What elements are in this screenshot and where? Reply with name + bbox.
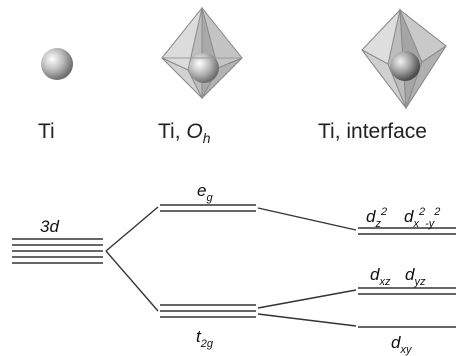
label-dyz: dyz <box>405 266 425 288</box>
label-dx2y2-sup2: 2 <box>434 206 441 218</box>
label-octahedral: Ti, Oh <box>158 120 211 146</box>
label-dz2: dz2 <box>366 207 387 230</box>
level-dz2-dx2y2-lines <box>358 227 456 235</box>
label-dz2-main: d <box>366 207 376 226</box>
label-dyz-sub: yz <box>414 276 426 288</box>
label-t2g-sub: 2g <box>200 338 213 350</box>
level-dxz-dyz-lines <box>358 287 456 295</box>
label-3d-text: 3d <box>40 217 59 236</box>
level-eg-lines <box>160 204 256 212</box>
label-dxy: dxy <box>391 334 411 356</box>
label-octahedral-sub: h <box>202 130 211 147</box>
label-dx2y2: dx2-y2 <box>404 207 440 230</box>
label-dz2-sup: 2 <box>380 206 388 218</box>
label-dxy-sub: xy <box>400 344 412 356</box>
octahedron-icon <box>161 6 243 100</box>
label-dxz-sub: xz <box>379 276 391 288</box>
label-t2g-main: t <box>196 327 201 346</box>
label-dxz: dxz <box>370 266 390 288</box>
label-eg-sub: g <box>206 192 213 204</box>
label-3d: 3d <box>40 218 59 235</box>
label-t2g: t2g <box>196 328 213 350</box>
level-t2g-lines <box>160 304 256 318</box>
label-interface: Ti, interface <box>318 120 427 144</box>
level-3d-lines <box>12 238 103 264</box>
split-connectors-interface <box>257 207 357 327</box>
label-dxz-main: d <box>370 265 380 284</box>
label-dyz-main: d <box>405 265 415 284</box>
label-free-ion: Ti <box>38 120 55 144</box>
label-dx2y2-sub2: -y <box>425 218 435 230</box>
label-dx2y2-sub: x <box>413 218 419 230</box>
label-eg-main: e <box>197 181 207 200</box>
label-dx2y2-sup: 2 <box>418 206 426 218</box>
label-octahedral-ion: Ti, <box>158 120 181 143</box>
ti-ion-sphere-icon <box>41 48 73 80</box>
label-dxy-main: d <box>391 333 401 352</box>
label-eg: eg <box>197 182 213 204</box>
split-connectors-oh <box>105 206 159 312</box>
label-dx2y2-main: d <box>404 207 414 226</box>
label-free-ion-text: Ti <box>38 120 55 143</box>
distorted-polyhedron-icon <box>361 8 447 110</box>
label-octahedral-sym: O <box>186 120 203 143</box>
label-dz2-sub: z <box>375 218 381 230</box>
label-interface-text: Ti, interface <box>318 120 427 143</box>
